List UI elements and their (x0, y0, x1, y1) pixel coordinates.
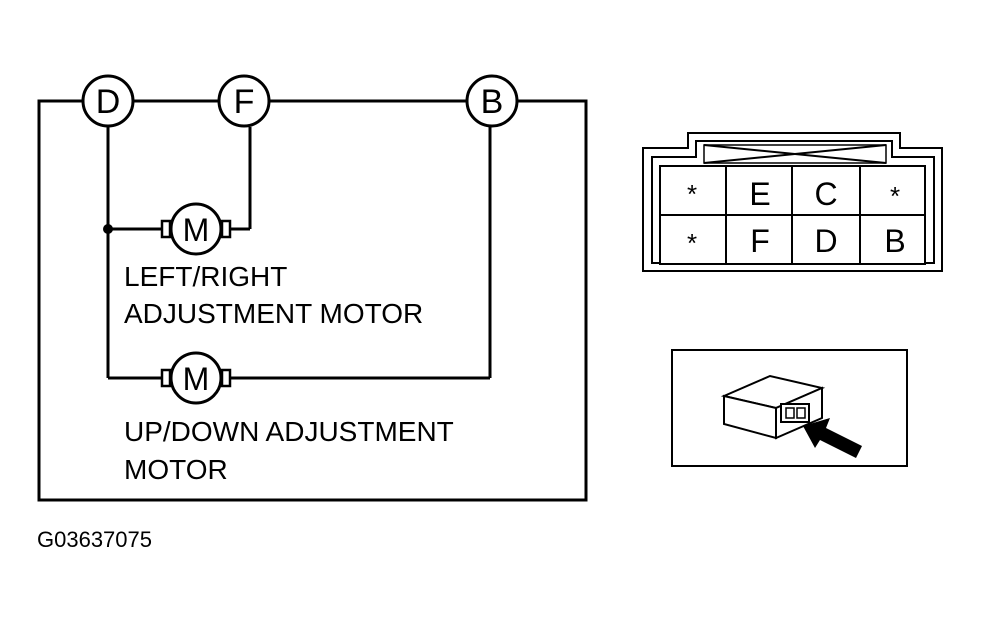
arrow-icon (803, 418, 862, 458)
pin-top-3: C (814, 176, 837, 212)
latch-cross-2 (703, 144, 887, 164)
module-icon (720, 374, 826, 440)
terminal-d-label: D (96, 83, 121, 121)
circuit-schematic: D F B M M LEFT/RIGHT ADJUSTMENT MOTOR UP… (37, 74, 588, 502)
up-down-motor-icon: M (160, 351, 232, 405)
connector-face: * E C * * F D B (642, 132, 943, 272)
pin-bottom-3: D (814, 223, 837, 259)
up-down-motor-label-line1: UP/DOWN ADJUSTMENT (124, 416, 454, 447)
pin-top-1: * (687, 179, 697, 209)
left-right-motor-label-line2: ADJUSTMENT MOTOR (124, 298, 423, 329)
figure-id: G03637075 (37, 527, 152, 552)
left-right-motor-symbol: M (183, 212, 210, 248)
connector-latch (642, 132, 943, 272)
terminal-b-label: B (481, 83, 504, 121)
terminal-d: D (81, 74, 135, 128)
left-right-motor-label-line1: LEFT/RIGHT (124, 261, 287, 292)
up-down-motor-symbol: M (183, 361, 210, 397)
pin-bottom-4: B (884, 223, 905, 259)
outer-loop-wire (37, 99, 588, 502)
terminal-b: B (465, 74, 519, 128)
left-right-motor-icon: M (160, 202, 232, 256)
pin-top-2: E (749, 176, 770, 212)
pin-bottom-2: F (750, 223, 770, 259)
pin-bottom-1: * (687, 228, 697, 258)
connector-inner-outline (651, 140, 935, 264)
pin-top-4: * (890, 181, 900, 211)
up-down-motor-label-line2: MOTOR (124, 454, 228, 485)
latch-box (703, 144, 887, 164)
location-inset (671, 349, 908, 467)
terminal-f-label: F (234, 83, 255, 121)
terminal-f: F (217, 74, 271, 128)
